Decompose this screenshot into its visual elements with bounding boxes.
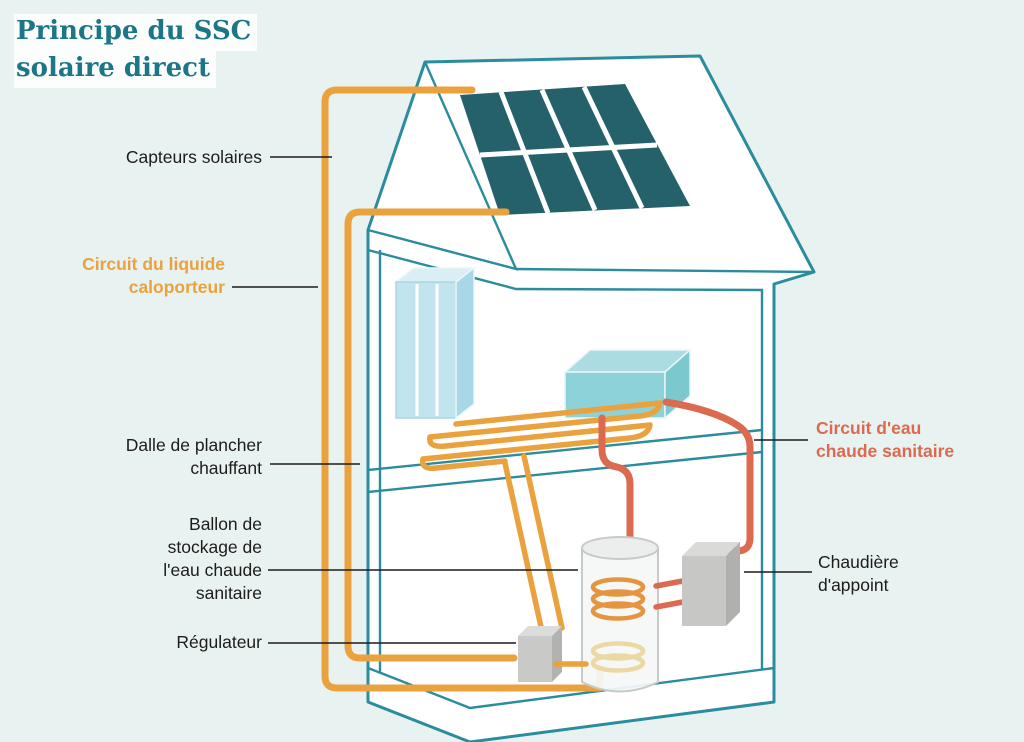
shower-cabin bbox=[393, 266, 477, 420]
tank-upper-coil bbox=[590, 577, 646, 621]
label-capteurs-solaires: Capteurs solaires bbox=[125, 147, 262, 167]
label-dalle-plancher: Dalle de plancher chauffant bbox=[125, 435, 262, 478]
label-circuit-ecs: Circuit d'eau chaude sanitaire bbox=[816, 418, 955, 461]
label-connectors bbox=[232, 156, 812, 644]
page-title: Principe du SSC solaire direct bbox=[14, 14, 258, 88]
backup-boiler bbox=[682, 542, 740, 626]
solar-panels bbox=[460, 84, 690, 215]
label-ballon-stockage: Ballon de stockage de l'eau chaude sanit… bbox=[163, 514, 262, 603]
page-title-line1: Principe du SSC bbox=[14, 14, 258, 51]
label-regulateur: Régulateur bbox=[176, 632, 262, 652]
solar-pipe-circuit bbox=[321, 86, 604, 692]
label-circuit-caloporteur: Circuit du liquide caloporteur bbox=[82, 254, 225, 297]
page-title-line2: solaire direct bbox=[14, 51, 217, 88]
floor-heating-coil bbox=[420, 400, 663, 639]
tank-lower-coil bbox=[590, 641, 646, 673]
label-chaudiere-appoint: Chaudière d'appoint bbox=[818, 552, 899, 595]
storage-tank bbox=[581, 536, 659, 693]
regulator-box bbox=[518, 626, 562, 682]
hot-water-circuit bbox=[598, 398, 754, 555]
